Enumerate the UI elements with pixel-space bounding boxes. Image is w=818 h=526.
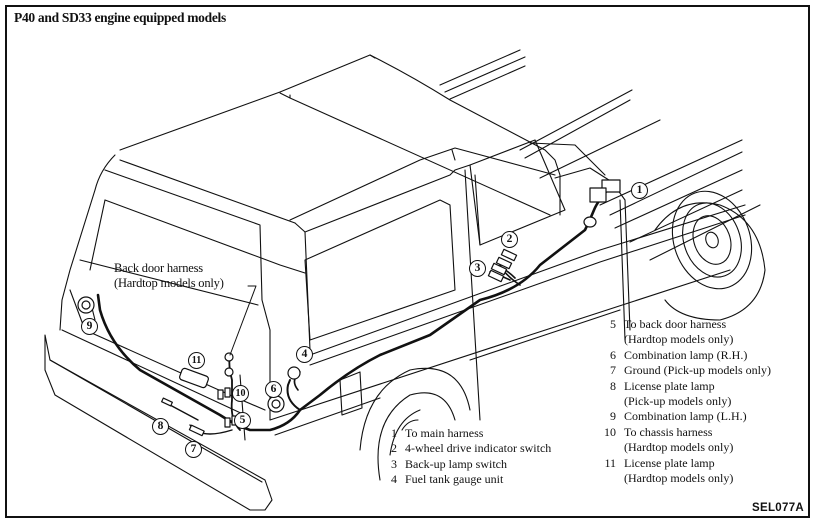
legend-item-note: (Hardtop models only) <box>624 471 734 486</box>
rear-wheel <box>359 367 471 481</box>
marker-11: 11 <box>188 352 205 369</box>
legend-item-note: (Pick-up models only) <box>624 394 732 409</box>
marker-6: 6 <box>265 381 282 398</box>
diagram-title: P40 and SD33 engine equipped models <box>14 10 226 25</box>
front-wheel <box>654 190 766 321</box>
figure-code: SEL077A <box>752 502 804 514</box>
vehicle-body <box>59 139 746 441</box>
marker-1: 1 <box>631 182 648 199</box>
figure-frame <box>5 5 810 518</box>
marker-4: 4 <box>296 346 313 363</box>
truck-bed-rails <box>439 49 761 261</box>
back-door-harness-leader <box>229 285 257 356</box>
marker-8: 8 <box>152 418 169 435</box>
marker-10: 10 <box>232 385 249 402</box>
marker-9: 9 <box>81 318 98 335</box>
marker-5: 5 <box>234 412 251 429</box>
connectors <box>77 179 621 437</box>
cab-roof <box>94 54 561 221</box>
marker-2: 2 <box>501 231 518 248</box>
back-door-harness-label: Back door harness (Hardtop models only) <box>114 261 224 291</box>
legend-item-note: (Hardtop models only) <box>624 332 734 347</box>
marker-3: 3 <box>469 260 486 277</box>
legend-item-note: (Hardtop models only) <box>624 440 734 455</box>
marker-7: 7 <box>185 441 202 458</box>
back-door-harness-line2: (Hardtop models only) <box>114 276 224 290</box>
back-door-harness-line1: Back door harness <box>114 261 203 275</box>
